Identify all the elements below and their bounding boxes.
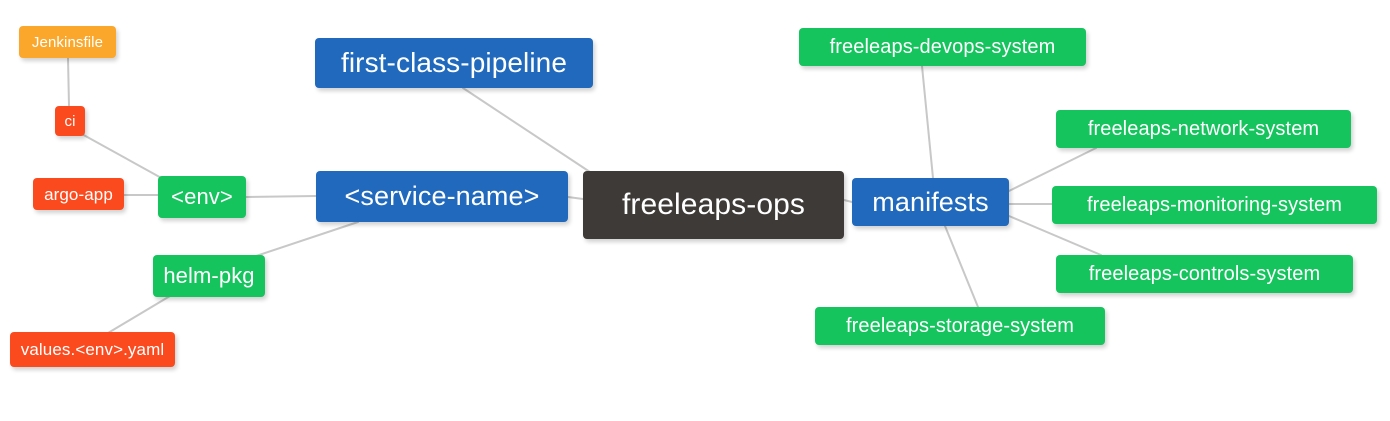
mindmap-node-freeleaps-storage-system[interactable]: freeleaps-storage-system xyxy=(815,307,1105,345)
mindmap-node-manifests[interactable]: manifests xyxy=(852,178,1009,226)
mindmap-node-freeleaps-network-system[interactable]: freeleaps-network-system xyxy=(1056,110,1351,148)
node-label: ci xyxy=(64,112,76,130)
mindmap-node-freeleaps-devops-system[interactable]: freeleaps-devops-system xyxy=(799,28,1086,66)
node-label: freeleaps-controls-system xyxy=(1088,263,1321,285)
node-label: freeleaps-monitoring-system xyxy=(1086,194,1342,216)
edge-freeleaps-ops-to-first-class-pipeline xyxy=(462,87,594,175)
edge-manifests-to-freeleaps-storage-system xyxy=(944,225,979,308)
mindmap-node-argo-app[interactable]: argo-app xyxy=(33,178,124,210)
edge-env-to-ci xyxy=(79,132,166,181)
node-label: helm-pkg xyxy=(163,263,255,288)
node-label: argo-app xyxy=(44,184,113,204)
mindmap-node-freeleaps-ops[interactable]: freeleaps-ops xyxy=(583,171,844,239)
edge-freeleaps-ops-to-manifests xyxy=(843,199,853,203)
mindmap-node-env[interactable]: <env> xyxy=(158,176,246,218)
mindmap-node-first-class-pipeline[interactable]: first-class-pipeline xyxy=(315,38,593,88)
edge-manifests-to-freeleaps-devops-system xyxy=(921,65,934,179)
mindmap-node-freeleaps-controls-system[interactable]: freeleaps-controls-system xyxy=(1056,255,1353,293)
edge-manifests-to-freeleaps-network-system xyxy=(1008,147,1097,192)
mindmap-node-service-name[interactable]: <service-name> xyxy=(316,171,568,222)
node-label: <service-name> xyxy=(344,181,540,211)
node-label: Jenkinsfile xyxy=(31,33,104,51)
node-label: <env> xyxy=(171,184,233,209)
mindmap-node-helm-pkg[interactable]: helm-pkg xyxy=(153,255,265,297)
mindmap-node-values-env-yaml[interactable]: values.<env>.yaml xyxy=(10,332,175,367)
edge-helm-pkg-to-values-env-yaml xyxy=(107,295,171,334)
node-label: first-class-pipeline xyxy=(340,47,568,78)
node-label: freeleaps-storage-system xyxy=(845,315,1075,337)
mindmap-node-jenkinsfile[interactable]: Jenkinsfile xyxy=(19,26,116,58)
node-label: freeleaps-devops-system xyxy=(829,36,1056,58)
mindmap-node-freeleaps-monitoring-system[interactable]: freeleaps-monitoring-system xyxy=(1052,186,1377,224)
edge-service-name-to-env xyxy=(245,195,317,198)
mindmap-node-ci[interactable]: ci xyxy=(55,106,85,136)
node-label: values.<env>.yaml xyxy=(20,340,165,359)
edge-service-name-to-helm-pkg xyxy=(249,221,359,259)
node-label: manifests xyxy=(872,186,989,217)
node-label: freeleaps-network-system xyxy=(1087,118,1320,140)
edge-ci-to-jenkinsfile xyxy=(67,57,70,107)
edge-freeleaps-ops-to-service-name xyxy=(567,196,584,200)
node-label: freeleaps-ops xyxy=(621,188,806,221)
